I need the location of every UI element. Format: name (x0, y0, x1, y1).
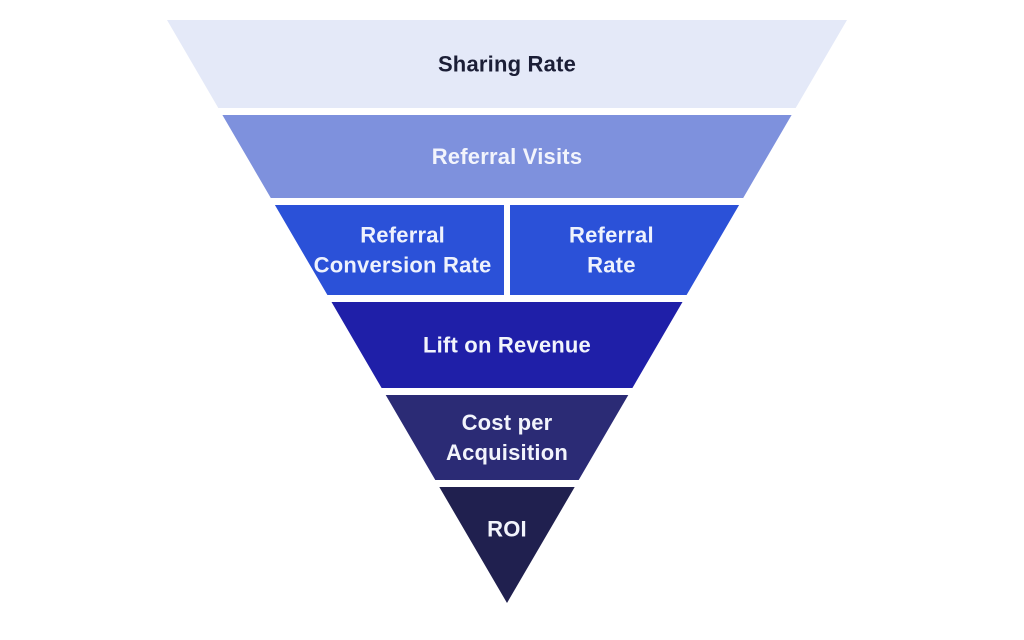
funnel-segment-2-0 (274, 205, 504, 295)
funnel-segment-3 (331, 302, 683, 388)
funnel-segment-5 (439, 487, 575, 603)
funnel-segment-4 (385, 395, 629, 480)
funnel-label-5: ROI (487, 516, 527, 541)
funnel-label-1: Referral Visits (432, 144, 583, 169)
funnel-label-0: Sharing Rate (438, 52, 576, 77)
funnel-segment-2-1 (510, 205, 740, 295)
funnel-label-3: Lift on Revenue (423, 333, 591, 358)
funnel-segment-0 (167, 20, 847, 108)
funnel-segment-1 (222, 115, 792, 198)
